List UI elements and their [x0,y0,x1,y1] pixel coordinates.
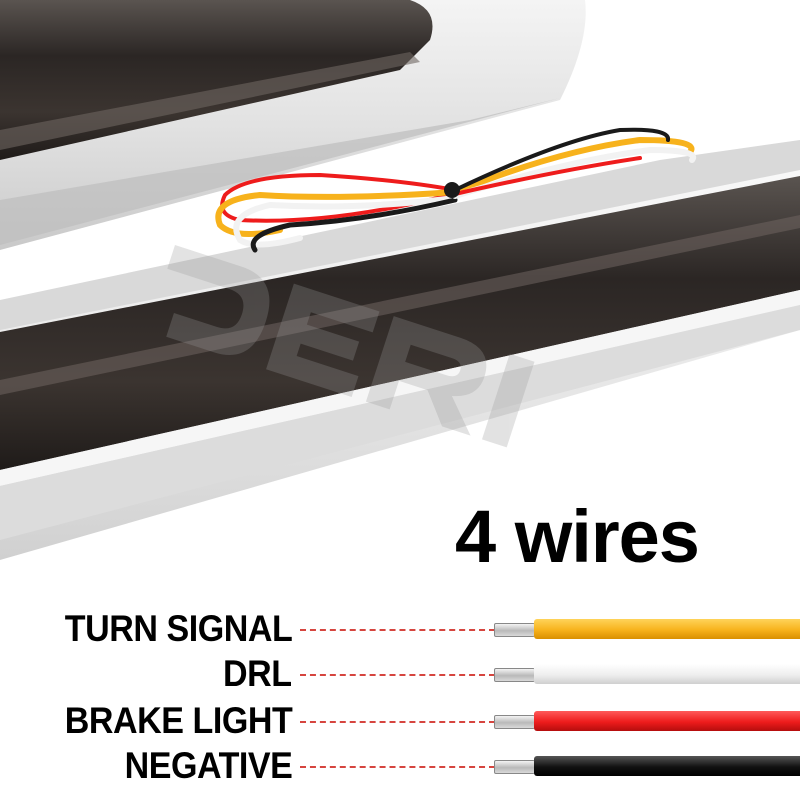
wire-harness [215,127,697,253]
wire-label: BRAKE LIGHT [64,700,292,741]
leader-line [300,766,495,768]
wire-row-turn-signal: TURN SIGNAL [0,607,800,651]
wire-row-drl: DRL [0,652,800,696]
wire-jacket-black [534,756,800,776]
wire-jacket-yellow [534,619,800,639]
lower-light-bar [0,140,800,560]
wire-label: DRL [223,653,292,694]
wire-tip [494,623,538,637]
headline: 4 wires [455,495,700,578]
wire-jacket-white [534,664,800,684]
wire-label: TURN SIGNAL [64,608,292,649]
wire-row-negative: NEGATIVE [0,744,800,788]
upper-light-bar [0,0,586,250]
deri-watermark [166,245,535,448]
leader-line [300,721,495,723]
wire-label: NEGATIVE [124,745,292,786]
wire-row-brake-light: BRAKE LIGHT [0,699,800,743]
leader-line [300,629,495,631]
wire-tip [494,715,538,729]
wire-tip [494,760,538,774]
leader-line [300,674,495,676]
wire-jacket-red [534,711,800,731]
wire-tip [494,668,538,682]
